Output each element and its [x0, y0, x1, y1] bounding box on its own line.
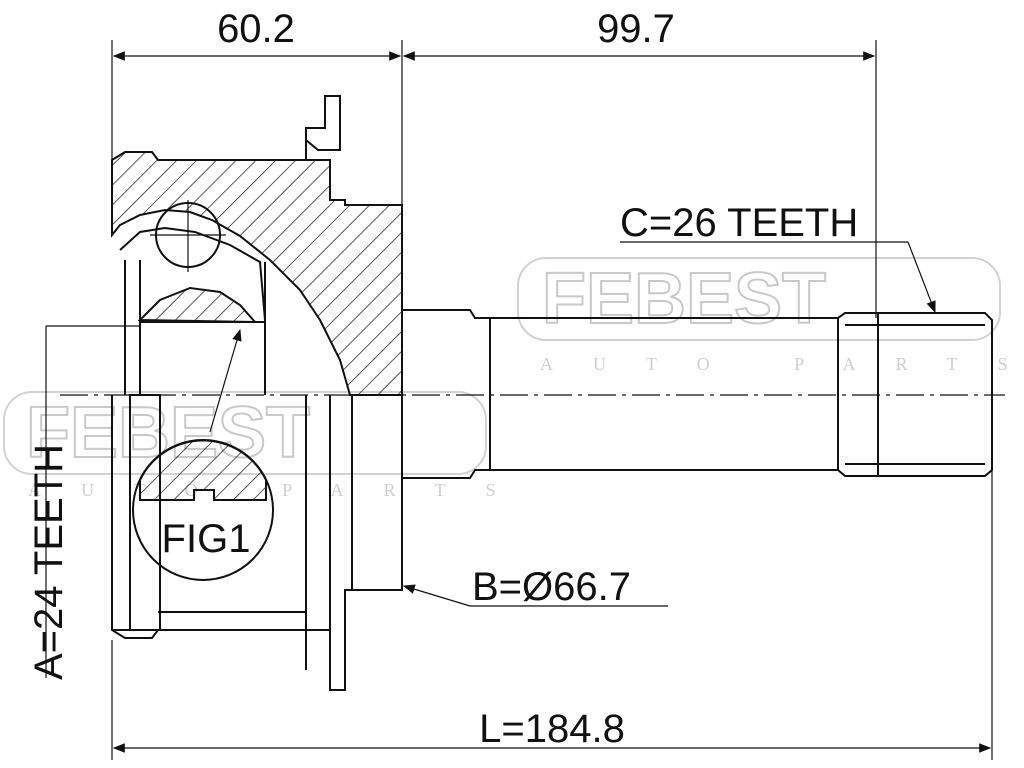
watermark-right: FEBEST AUTO PARTS: [517, 257, 1024, 374]
bottom-dimension: L=184.8: [111, 470, 993, 760]
watermark-brand-right: FEBEST: [542, 259, 826, 339]
width-left-label: 60.2: [217, 7, 295, 51]
fig1-detail: FIG1: [132, 328, 274, 581]
housing: [111, 95, 403, 691]
watermark-tagline-right: AUTO PARTS: [540, 354, 1024, 374]
shaft: [402, 309, 993, 479]
outer-diameter-label: B=Ø66.7: [472, 565, 631, 609]
diameter-callout: B=Ø66.7: [402, 565, 668, 609]
watermark-left: FEBEST AUTO PARTS: [3, 391, 535, 500]
shaft-teeth-label: C=26 TEETH: [620, 201, 858, 245]
top-dimensions: 60.2 99.7: [111, 7, 877, 318]
watermark-tagline-left: AUTO PARTS: [28, 480, 535, 500]
outer-teeth-dimension: A=24 TEETH: [27, 325, 140, 680]
fig1-label: FIG1: [162, 517, 251, 561]
shaft-teeth-callout: C=26 TEETH: [620, 201, 936, 314]
total-length-label: L=184.8: [479, 707, 625, 751]
width-right-label: 99.7: [597, 7, 675, 51]
outer-teeth-label: A=24 TEETH: [27, 444, 71, 680]
